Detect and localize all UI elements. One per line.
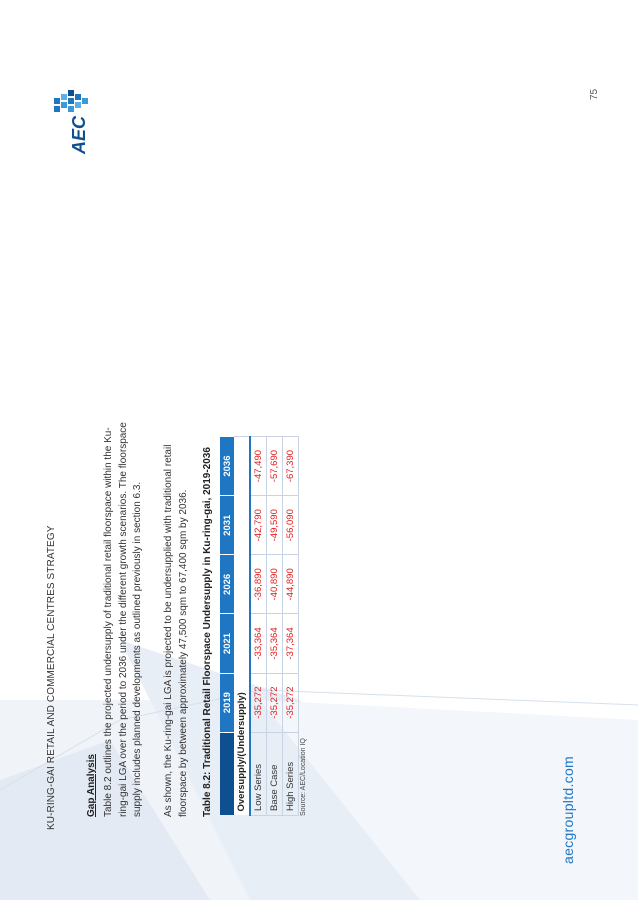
table-cell: -57,690 xyxy=(266,436,283,496)
table-container: 2019 2021 2026 2031 2036 Oversupply/(Und… xyxy=(220,436,307,816)
table-header-cell xyxy=(220,732,234,816)
aec-logo: AEC xyxy=(52,86,92,156)
section-heading: Gap Analysis xyxy=(86,754,97,817)
table-cell: -42,790 xyxy=(250,495,267,555)
table-header-cell: 2026 xyxy=(220,554,234,614)
paragraph-gap-analysis: Table 8.2 outlines the projected undersu… xyxy=(103,422,143,817)
table-source-note: Source: AEC/Location IQ xyxy=(300,738,307,816)
paragraph-undersupply: As shown, the Ku-ring-gai LGA is project… xyxy=(163,444,189,817)
table-cell: -40,890 xyxy=(266,554,283,614)
table-row: Low Series -35,272 -33,364 -36,890 -42,7… xyxy=(250,436,267,816)
table-row: Base Case -35,272 -35,364 -40,890 -49,59… xyxy=(266,436,283,816)
table-group-row: Oversupply/(Undersupply) xyxy=(234,436,250,816)
table-cell: -67,390 xyxy=(282,436,299,496)
table-cell: -44,890 xyxy=(282,554,299,614)
table-cell: -47,490 xyxy=(250,436,267,496)
table-cell: -56,090 xyxy=(282,495,299,555)
table-title: Table 8.2: Traditional Retail Floorspace… xyxy=(202,447,213,817)
table-header-cell: 2036 xyxy=(220,436,234,496)
table-group-label: Oversupply/(Undersupply) xyxy=(234,436,250,816)
table-header-row: 2019 2021 2026 2031 2036 xyxy=(220,436,234,816)
table-cell: -35,364 xyxy=(266,613,283,674)
table-cell: -33,364 xyxy=(250,613,267,674)
document-header-title: KU-RING-GAI RETAIL AND COMMERCIAL CENTRE… xyxy=(46,525,57,830)
table-row-label: Base Case xyxy=(266,732,283,816)
table-cell: -35,272 xyxy=(250,673,267,733)
table-cell: -36,890 xyxy=(250,554,267,614)
website-footer: aecgroupltd.com xyxy=(560,755,576,864)
page-number: 75 xyxy=(589,88,600,100)
table-cell: -49,590 xyxy=(266,495,283,555)
table-row-label: Low Series xyxy=(250,732,267,816)
table-cell: -35,272 xyxy=(282,673,299,733)
table-header-cell: 2021 xyxy=(220,613,234,674)
table-cell: -37,364 xyxy=(282,613,299,674)
table-header-cell: 2019 xyxy=(220,673,234,733)
undersupply-table: 2019 2021 2026 2031 2036 Oversupply/(Und… xyxy=(220,436,299,816)
table-row: High Series -35,272 -37,364 -44,890 -56,… xyxy=(282,436,299,816)
table-row-label: High Series xyxy=(282,732,299,816)
svg-text:AEC: AEC xyxy=(69,115,89,155)
table-cell: -35,272 xyxy=(266,673,283,733)
table-header-cell: 2031 xyxy=(220,495,234,555)
